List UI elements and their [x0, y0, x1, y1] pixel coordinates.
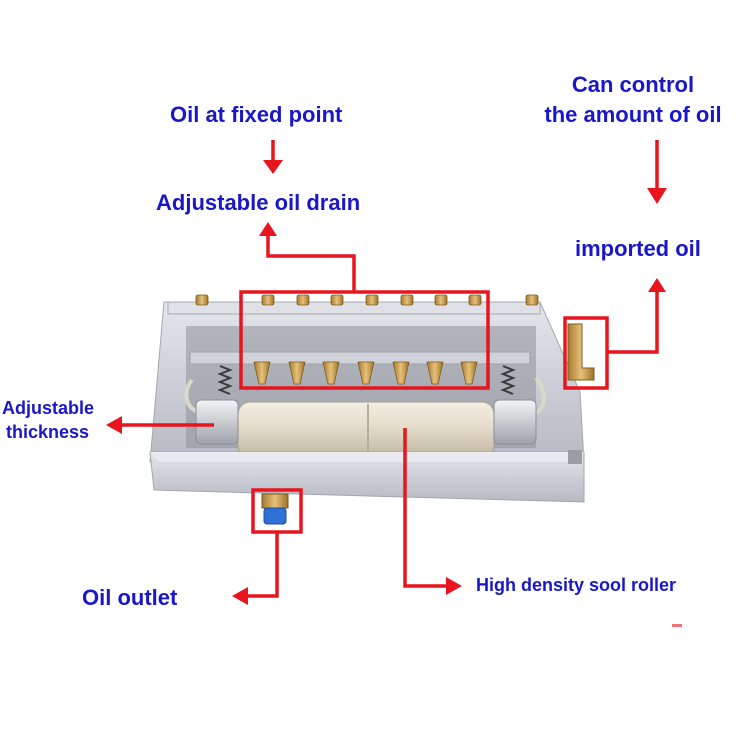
label-oil-fixed-point: Oil at fixed point	[170, 102, 343, 127]
stray-mark	[672, 624, 682, 627]
label-adjustable: Adjustable	[2, 398, 95, 418]
top-rail	[167, 301, 541, 315]
label-oil-outlet: Oil outlet	[82, 585, 178, 610]
oil-nozzles	[253, 361, 478, 385]
callouts	[120, 140, 659, 598]
callout-arrowheads	[106, 160, 667, 605]
label-imported-oil: imported oil	[575, 236, 701, 261]
label-adjustable-oil-drain: Adjustable oil drain	[156, 190, 361, 215]
label-can-control-line1: Can control	[571, 72, 695, 97]
elbow-fitting	[567, 323, 595, 381]
outlet-fitting	[261, 493, 289, 509]
right-end-nut	[493, 399, 537, 445]
label-thickness: thickness	[6, 422, 90, 442]
label-adjustable-thickness: Adjustable thickness	[2, 396, 94, 444]
label-can-control: Can control the amount of oil	[518, 70, 748, 130]
left-end-nut	[195, 399, 239, 445]
label-can-control-line2: the amount of oil	[544, 102, 722, 127]
label-high-density-roller: High density sool roller	[476, 575, 677, 595]
springs	[217, 365, 516, 395]
manifold-highlight-box	[239, 290, 490, 390]
felt-roller	[237, 401, 495, 459]
top-fittings	[195, 294, 539, 306]
